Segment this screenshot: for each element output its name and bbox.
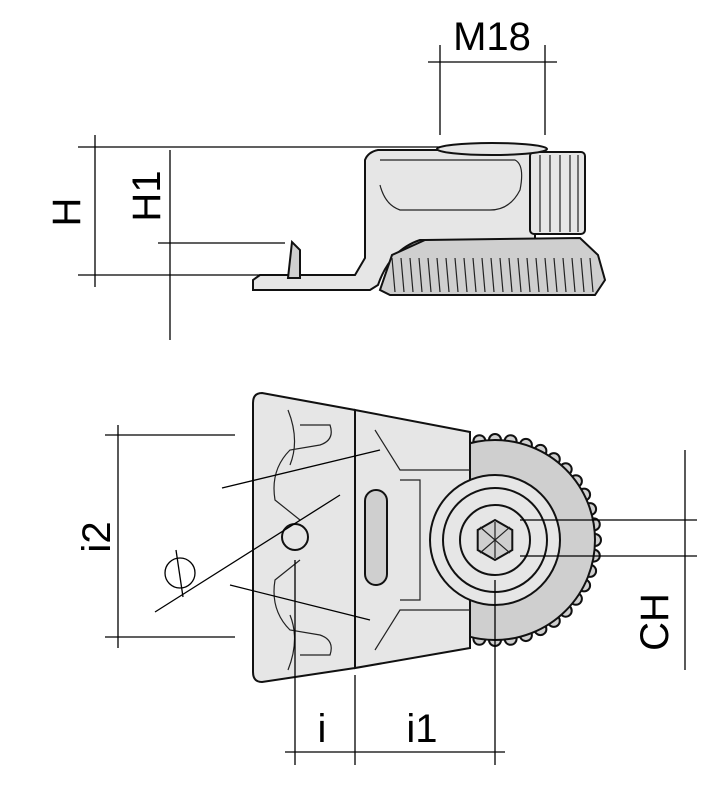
diameter-symbol: ⌀ — [0, 0, 196, 598]
side-knob — [529, 151, 586, 235]
body-bridge — [354, 408, 471, 670]
side-fin — [286, 239, 301, 279]
label-i: i — [318, 707, 327, 751]
label-h1: H1 — [125, 170, 169, 221]
label-i1: i1 — [406, 707, 437, 751]
diameter-symbol-text: ⌀ — [0, 0, 1, 1]
side-cap — [436, 142, 548, 156]
label-ch: CH — [633, 593, 677, 651]
side-window — [379, 159, 523, 211]
label-i2: i2 — [75, 521, 119, 552]
body-ribs — [374, 429, 470, 651]
label-m18: M18 — [453, 15, 531, 59]
side-view: M18 H H1 — [45, 15, 607, 340]
mount-hole — [281, 523, 309, 551]
slot-opening — [364, 489, 388, 586]
foot-teeth — [391, 257, 594, 293]
label-h: H — [45, 198, 89, 227]
plate-slots — [273, 409, 332, 671]
knob-ribs — [539, 155, 579, 232]
top-view: ⌀ i2 CH i i1 — [0, 0, 697, 765]
side-serrated-foot — [378, 236, 607, 296]
